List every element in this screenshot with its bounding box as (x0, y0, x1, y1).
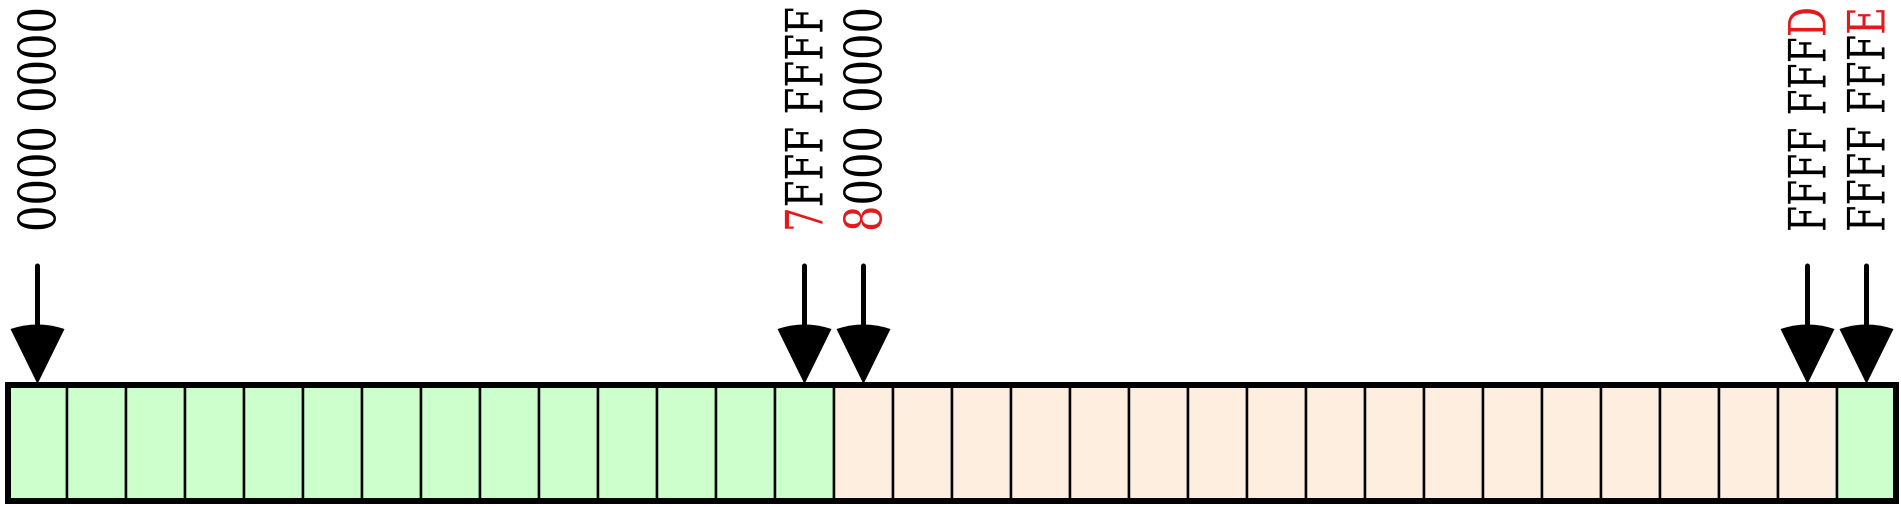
memory-strip-border (5, 382, 1899, 504)
memory-cell (124, 383, 187, 503)
memory-cell (360, 383, 423, 503)
memory-cells (5, 382, 1899, 504)
memory-cell (1481, 383, 1544, 503)
memory-cell (1658, 383, 1721, 503)
memory-cell (1363, 383, 1426, 503)
memory-cell (419, 383, 482, 503)
address-label-part: FFF FFFF (777, 7, 836, 207)
arrow-down-icon (1780, 324, 1835, 384)
address-marker: FFFF FFFD (1780, 7, 1839, 384)
memory-cell (1009, 383, 1072, 503)
memory-cell (1186, 383, 1249, 503)
memory-cell (65, 383, 128, 503)
address-label: 8000 0000 (836, 7, 895, 232)
memory-cell (301, 383, 364, 503)
address-label-part: FFFF FFF (1839, 35, 1898, 232)
memory-cell (183, 383, 246, 503)
address-label-highlight: D (1780, 7, 1839, 37)
memory-cell (1245, 383, 1308, 503)
arrow-down-icon (10, 324, 65, 384)
address-label-highlight: E (1839, 7, 1898, 35)
address-label-part: 000 0000 (836, 7, 895, 206)
arrow-down-icon (1839, 324, 1894, 384)
address-marker: FFFF FFFE (1839, 7, 1898, 384)
memory-cell (537, 383, 600, 503)
memory-cell (950, 383, 1013, 503)
memory-cell (1304, 383, 1367, 503)
address-label-highlight: 7 (777, 207, 836, 232)
address-marker: 7FFF FFFF (777, 7, 836, 384)
address-label: 0000 0000 (10, 7, 69, 232)
memory-cell (1776, 383, 1839, 503)
address-label-highlight: 8 (836, 206, 895, 232)
address-label-part: 0000 0000 (10, 7, 69, 232)
memory-cell (6, 383, 69, 503)
memory-cell (1127, 383, 1190, 503)
memory-cell (1422, 383, 1485, 503)
memory-cell (832, 383, 895, 503)
memory-cell (714, 383, 777, 503)
memory-cell (891, 383, 954, 503)
address-marker: 0000 0000 (10, 7, 69, 384)
address-label: FFFF FFFD (1780, 7, 1839, 232)
memory-cell (242, 383, 305, 503)
arrow-down-icon (777, 324, 832, 384)
memory-cell (1835, 383, 1898, 503)
memory-cell (1540, 383, 1603, 503)
arrow-down-icon (836, 324, 891, 384)
address-label: 7FFF FFFF (777, 7, 836, 232)
address-marker: 8000 0000 (836, 7, 895, 384)
address-label: FFFF FFFE (1839, 7, 1898, 232)
memory-cell (655, 383, 718, 503)
address-label-part: FFFF FFF (1780, 37, 1839, 232)
memory-cell (1068, 383, 1131, 503)
memory-cell (1717, 383, 1780, 503)
memory-cell (596, 383, 659, 503)
memory-cell (1599, 383, 1662, 503)
memory-cell (773, 383, 836, 503)
memory-cell (478, 383, 541, 503)
